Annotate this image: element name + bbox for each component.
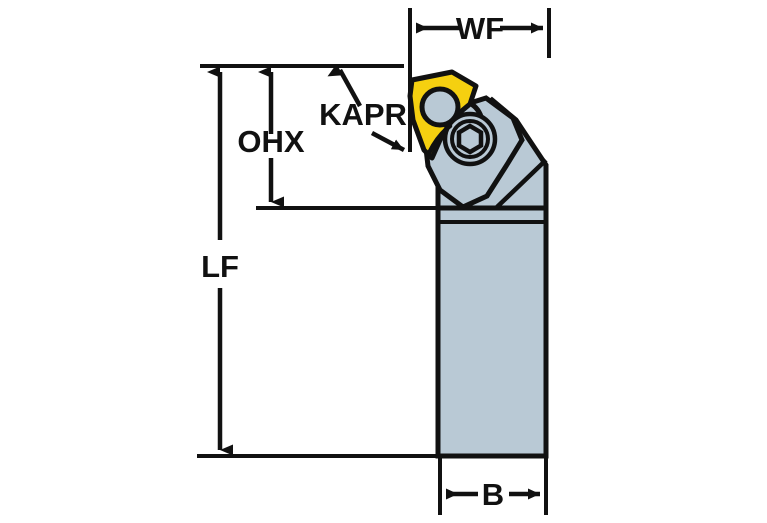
- dimension-label-b: B: [482, 477, 504, 512]
- dimension-lf: LF: [201, 66, 239, 456]
- clamp-screw-hex-socket: [456, 123, 484, 155]
- dimension-wf: WF: [416, 11, 543, 46]
- dimension-line-kapr-upper: [327, 63, 362, 108]
- extension-lines-group: [197, 8, 551, 515]
- dimension-line-kapr-lower: [370, 131, 406, 152]
- tool-shank: [435, 205, 549, 459]
- dimension-b: B: [446, 477, 540, 512]
- head-seat-face-lower: [495, 158, 548, 209]
- insert-bore: [419, 86, 461, 128]
- dimension-ohx: OHX: [237, 66, 305, 208]
- tool-body-group: [407, 69, 549, 459]
- dimension-kapr: KAPR: [319, 63, 407, 152]
- dimension-label-wf: WF: [456, 11, 504, 46]
- dimension-label-ohx: OHX: [237, 124, 305, 159]
- dimension-label-lf: LF: [201, 249, 239, 284]
- dimension-label-kapr: KAPR: [319, 97, 407, 132]
- insert-flank-edge: [426, 123, 453, 156]
